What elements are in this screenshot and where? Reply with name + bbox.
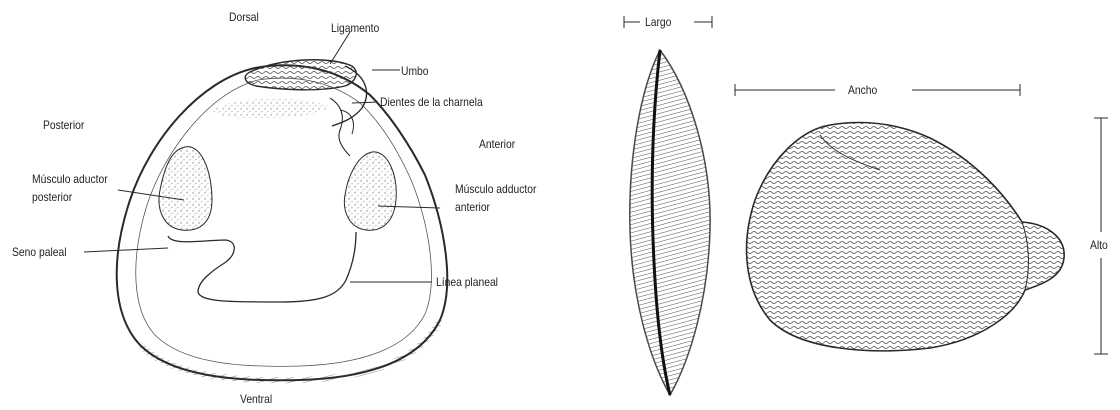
height-dimension [1094, 118, 1108, 354]
shell-exterior-view [747, 123, 1065, 351]
pallial-line-label: Línea planeal [436, 275, 498, 289]
ligament-label: Ligamento [331, 21, 379, 35]
hinge-teeth-label: Dientes de la charnela [380, 95, 483, 109]
height-label: Alto [1090, 238, 1108, 252]
dorsal-label: Dorsal [229, 10, 259, 24]
ligament-shape [245, 60, 356, 90]
umbo-label: Umbo [401, 64, 429, 78]
anterior-label: Anterior [479, 137, 515, 151]
width-label: Ancho [848, 83, 877, 97]
posterior-label: Posterior [43, 118, 84, 132]
posterior-adductor-label-line2: posterior [32, 190, 72, 204]
posterior-adductor-label-line1: Músculo aductor [32, 172, 108, 186]
shell-side-view [630, 50, 710, 395]
ventral-label: Ventral [240, 392, 272, 406]
pallial-sinus-label: Seno paleal [12, 245, 67, 259]
anterior-adductor-label-line1: Músculo adductor [455, 182, 536, 196]
anterior-adductor-label-line2: anterior [455, 200, 490, 214]
width-dimension [735, 84, 1020, 96]
length-label: Largo [645, 15, 671, 29]
